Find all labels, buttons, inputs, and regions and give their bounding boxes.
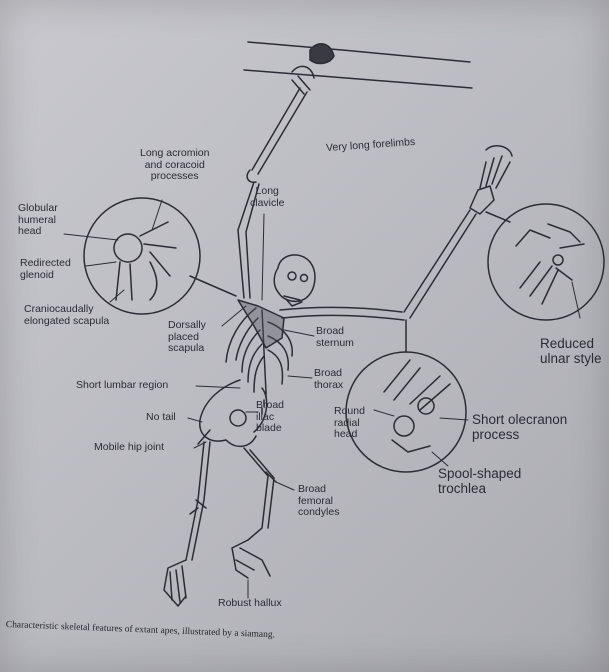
label-dorsally-placed-scapula: Dorsally placed scapula — [168, 320, 206, 355]
branch-drawing — [244, 42, 472, 88]
leg-bones — [164, 442, 276, 606]
label-round-radial-head: Round radial head — [334, 406, 365, 441]
label-globular-humeral-head: Globular humeral head — [18, 203, 58, 238]
elbow-detail-circle — [346, 320, 466, 472]
label-redirected-glenoid: Redirected glenoid — [20, 258, 71, 281]
label-broad-thorax: Broad thorax — [314, 368, 343, 391]
label-craniocaudally-elongated-scapula: Craniocaudally elongated scapula — [24, 304, 109, 327]
skull-drawing — [274, 255, 315, 306]
label-broad-femoral-condyles: Broad femoral condyles — [298, 484, 339, 519]
label-broad-iliac-blade: Broad iliac blade — [256, 400, 284, 435]
label-no-tail: No tail — [146, 412, 176, 424]
extended-arm-bones — [280, 146, 512, 320]
leader-lines — [64, 200, 580, 598]
label-robust-hallux: Robust hallux — [218, 598, 282, 610]
label-reduced-ulnar-styloid: Reduced ulnar style — [540, 336, 602, 366]
label-long-acromion-coracoid: Long acromion and coracoid processes — [140, 148, 209, 183]
label-short-olecranon-process: Short olecranon process — [472, 412, 567, 442]
label-long-clavicle: Long clavicle — [250, 186, 284, 209]
label-mobile-hip-joint: Mobile hip joint — [94, 442, 164, 454]
shoulder-detail-circle — [84, 198, 236, 314]
wrist-detail-circle — [486, 204, 604, 320]
label-short-lumbar-region: Short lumbar region — [76, 380, 168, 392]
label-spool-shaped-trochlea: Spool-shaped trochlea — [438, 466, 521, 496]
label-broad-sternum: Broad sternum — [316, 326, 354, 349]
